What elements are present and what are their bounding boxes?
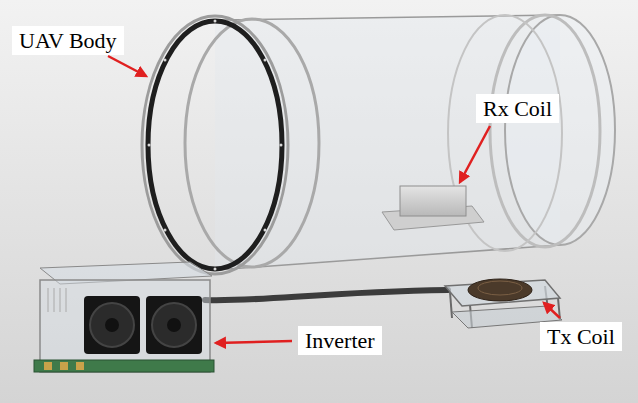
cooling-fan (146, 296, 202, 354)
inverter-vents (48, 288, 66, 312)
uav-ring (185, 19, 319, 267)
cooling-fan (84, 296, 140, 354)
leader-arrow (544, 303, 560, 318)
ring-screws (148, 20, 283, 271)
fan-blades (152, 303, 196, 347)
circuit-board (34, 360, 214, 372)
uav-front-ring (148, 21, 282, 269)
part-label: Tx Coil (540, 322, 622, 351)
tx-top-plate (445, 280, 560, 306)
leader-arrow (108, 56, 146, 76)
part-label: UAV Body (12, 26, 124, 55)
rx-coil (400, 186, 466, 216)
power-cable (205, 290, 448, 300)
leader-arrows (108, 56, 560, 343)
inverter-case (40, 280, 210, 372)
leader-arrow (460, 126, 490, 182)
part-label: Rx Coil (476, 94, 559, 123)
tx-coil-winding (478, 281, 522, 295)
part-label: Inverter (298, 326, 382, 355)
fan-blades (90, 303, 134, 347)
fan-hub (105, 318, 119, 332)
fan-hub (167, 318, 181, 332)
leader-arrow (216, 341, 292, 343)
uav-ring (142, 16, 288, 274)
board-connectors (44, 362, 84, 370)
tx-coil (468, 279, 532, 301)
